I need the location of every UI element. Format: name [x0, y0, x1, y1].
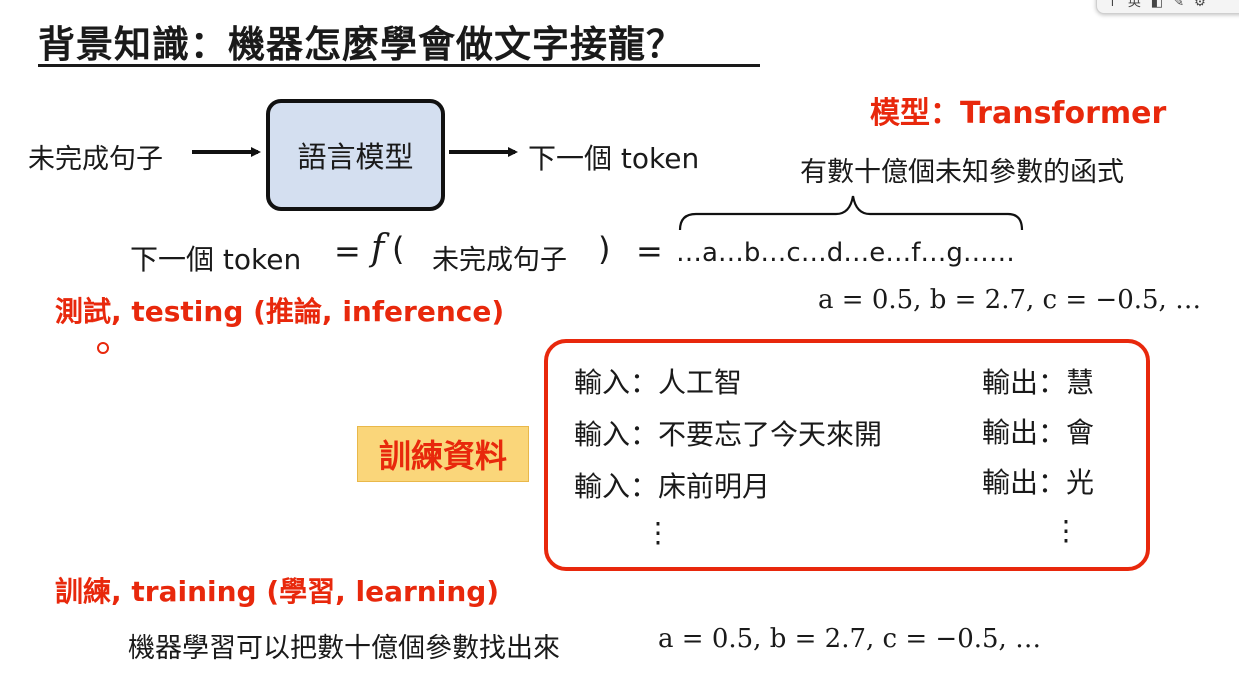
training-data-tag: 訓練資料: [357, 426, 529, 482]
toolbar-edit-icon[interactable]: ✎: [1173, 0, 1185, 10]
training-data-tag-label: 訓練資料: [378, 437, 507, 475]
formula-rhs-params: …a…b…c…d…e…f…g……: [676, 238, 1015, 268]
pointer-dot: [97, 342, 109, 354]
data-row-1-output: 輸出：慧: [982, 366, 1095, 399]
formula-equals-2: =: [636, 232, 663, 270]
data-row-3-input: 輸入：床前明月: [574, 470, 771, 503]
formula-open-paren: (: [392, 230, 405, 268]
toolbar-language-icon[interactable]: 英: [1127, 0, 1141, 10]
input-sentence-label: 未完成句子: [28, 144, 163, 175]
formula-argument: 未完成句子: [432, 245, 567, 276]
formula-close-paren: ): [598, 230, 611, 268]
slide-title: 背景知識：機器怎麼學會做文字接龍？: [38, 23, 684, 66]
data-row-3-output: 輸出：光: [982, 466, 1095, 499]
floating-toolbar: ↑ 英 ◧ ✎ ⚙: [1096, 0, 1239, 14]
formula-function-symbol: f: [371, 228, 385, 269]
training-label: 訓練, training (學習, learning): [55, 575, 500, 608]
toolbar-window-icon[interactable]: ◧: [1150, 0, 1164, 10]
formula-equals: =: [334, 232, 361, 270]
input-ellipsis: ⋮: [644, 516, 672, 549]
diagram-arrows: [192, 147, 1024, 231]
title-underline: [38, 64, 760, 67]
params-description: 有數十億個未知參數的函式: [800, 157, 1124, 188]
training-description: 機器學習可以把數十億個參數找出來: [128, 633, 560, 664]
training-data-box: 輸入：人工智 輸出：慧 輸入：不要忘了今天來開 輸出：會 輸入：床前明月 輸出：…: [544, 339, 1150, 571]
language-model-label: 語言模型: [297, 140, 414, 174]
params-brace: [678, 195, 1024, 231]
inference-label: 測試, testing (推論, inference): [55, 295, 505, 328]
data-row-2-input: 輸入：不要忘了今天來開: [574, 418, 883, 451]
training-param-values: a = 0.5, b = 2.7, c = −0.5, …: [658, 624, 1042, 654]
output-ellipsis: ⋮: [1052, 514, 1080, 547]
toolbar-up-icon[interactable]: ↑: [1107, 0, 1118, 10]
model-name-label: 模型：Transformer: [870, 96, 1167, 131]
toolbar-settings-icon[interactable]: ⚙: [1194, 0, 1206, 10]
next-token-label: 下一個 token: [528, 142, 700, 175]
formula-lhs: 下一個 token: [130, 243, 302, 276]
data-row-2-output: 輸出：會: [982, 416, 1095, 449]
data-row-1-input: 輸入：人工智: [574, 366, 743, 399]
param-values: a = 0.5, b = 2.7, c = −0.5, …: [818, 285, 1202, 315]
language-model-box: 語言模型: [266, 99, 445, 211]
